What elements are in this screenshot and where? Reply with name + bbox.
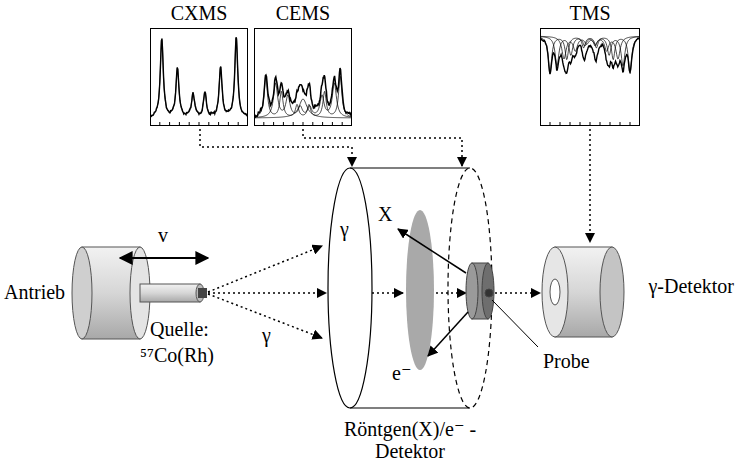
gamma-detector-cylinder [542,247,624,337]
spectrum-panel: CEMS [254,2,352,128]
detector-node: Röntgen(X)/e⁻ -Detektor [322,166,498,466]
dotted-connector [589,129,591,242]
spectrum-plot [150,28,248,126]
part-label: v [158,224,168,246]
dotted-connector [200,129,352,166]
spectrum-title: CEMS [276,2,330,24]
spectrum-plot [540,28,640,126]
part-label: γ [262,324,271,346]
sample [466,263,494,319]
leader-line [492,300,538,347]
part-label: Probe [543,350,590,372]
spectrum-panel: CXMS [150,2,248,128]
spectrum-panel: TMS [540,2,640,128]
gamma-beam [208,246,540,338]
velocity-arrow [120,257,208,259]
detector-housing [328,168,492,408]
detector-label: γ-Detektor [649,275,734,297]
xray-arrow [398,229,466,273]
part-label: Quelle: [150,318,209,340]
dotted-connector [303,129,462,166]
spectrum-title: TMS [569,2,610,24]
spectrum-title: CXMS [171,2,228,24]
part-label: e⁻ [392,362,411,384]
part-label: Antrieb [4,281,65,303]
part-label: γ [340,218,349,240]
part-label: ⁵⁷Co(Rh) [140,344,214,366]
part-label: X [378,203,392,225]
source [198,288,207,298]
detector-node: γ-Detektor [548,242,736,342]
spectrum-plot [254,28,352,126]
detector-disc [406,210,434,370]
electron-arrow [428,312,468,356]
detector-label: Röntgen(X)/e⁻ -Detektor [322,418,498,462]
